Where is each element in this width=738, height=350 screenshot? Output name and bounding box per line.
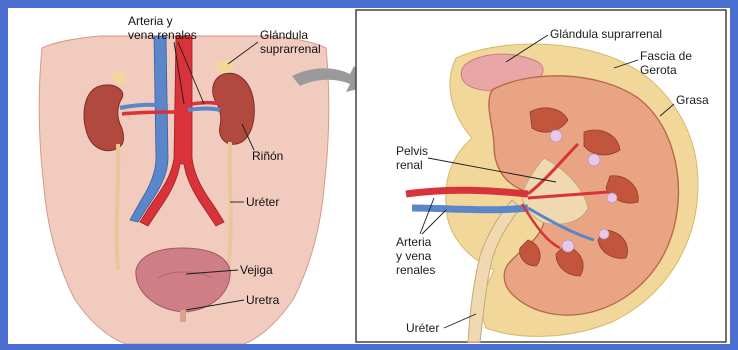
svg-text:Vejiga: Vejiga [240, 263, 273, 277]
svg-text:Uréter: Uréter [406, 321, 439, 335]
svg-text:Glándula: Glándula [260, 28, 308, 42]
svg-text:vena renales: vena renales [128, 28, 197, 42]
svg-text:Grasa: Grasa [676, 93, 709, 107]
svg-text:Glándula suprarrenal: Glándula suprarrenal [550, 27, 662, 41]
svg-text:Fascia de: Fascia de [640, 49, 692, 63]
svg-text:Uréter: Uréter [246, 195, 279, 209]
svg-text:renales: renales [396, 263, 435, 277]
svg-text:Pelvis: Pelvis [396, 144, 428, 158]
svg-text:Riñón: Riñón [252, 149, 283, 163]
left-ureter [117, 144, 119, 270]
svg-text:Gerota: Gerota [640, 63, 677, 77]
left-panel: Arteria y vena renales Glándula suprarre… [10, 10, 345, 344]
svg-text:Arteria: Arteria [396, 235, 432, 249]
anatomy-illustration: Arteria y vena renales Glándula suprarre… [8, 8, 730, 344]
svg-text:suprarrenal: suprarrenal [260, 42, 321, 56]
svg-text:Uretra: Uretra [246, 293, 280, 307]
svg-text:renal: renal [396, 158, 423, 172]
right-panel: Glándula suprarrenal Fascia de Gerota Gr… [356, 10, 726, 342]
diagram-canvas: Arteria y vena renales Glándula suprarre… [8, 8, 730, 344]
svg-text:y vena: y vena [396, 249, 432, 263]
svg-text:Arteria y: Arteria y [128, 14, 173, 28]
